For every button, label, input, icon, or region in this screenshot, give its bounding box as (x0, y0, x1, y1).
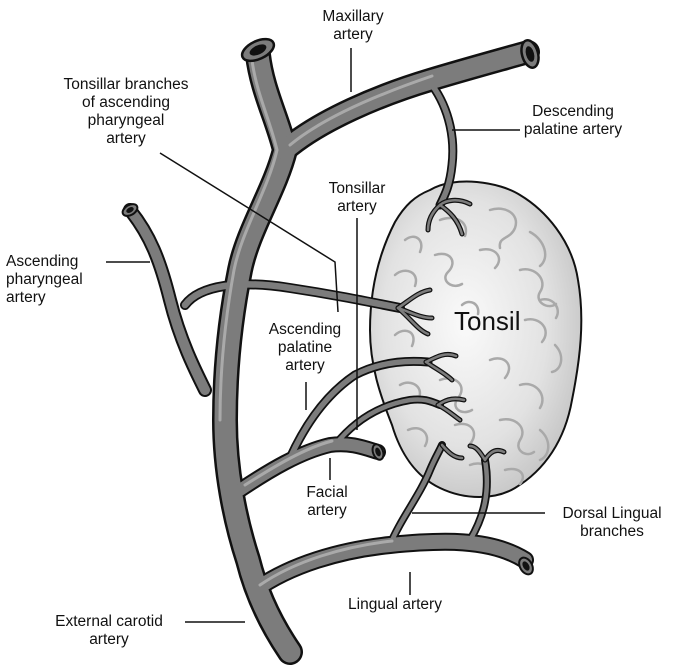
label-line: Lingual artery (330, 596, 460, 614)
label-line: pharyngeal (32, 112, 220, 130)
label-line: Dorsal Lingual (547, 505, 677, 523)
label-tonsil: Tonsil (454, 306, 520, 337)
label-line: artery (6, 289, 116, 307)
label-tonsillar-branches-ascending-pharyngeal: Tonsillar branches of ascending pharynge… (32, 76, 220, 148)
label-ascending-pharyngeal-artery: Ascending pharyngeal artery (6, 253, 116, 307)
label-dorsal-lingual-branches: Dorsal Lingual branches (547, 505, 677, 541)
label-line: Descending (508, 103, 638, 121)
label-line: Ascending (6, 253, 116, 271)
label-descending-palatine-artery: Descending palatine artery (508, 103, 638, 139)
label-line: artery (255, 357, 355, 375)
label-line: External carotid (36, 613, 182, 631)
label-line: Tonsillar (318, 180, 396, 198)
label-line: Maxillary (313, 8, 393, 26)
label-line: palatine (255, 339, 355, 357)
label-line: artery (36, 631, 182, 649)
label-tonsillar-artery: Tonsillar artery (318, 180, 396, 216)
label-line: palatine artery (508, 121, 638, 139)
label-line: artery (318, 198, 396, 216)
label-line: artery (313, 26, 393, 44)
label-lingual-artery: Lingual artery (330, 596, 460, 614)
label-line: Facial (292, 484, 362, 502)
label-maxillary-artery: Maxillary artery (313, 8, 393, 44)
label-line: of ascending (32, 94, 220, 112)
label-line: branches (547, 523, 677, 541)
label-line: pharyngeal (6, 271, 116, 289)
label-line: artery (292, 502, 362, 520)
label-external-carotid-artery: External carotid artery (36, 613, 182, 649)
label-line: Ascending (255, 321, 355, 339)
label-line: Tonsillar branches (32, 76, 220, 94)
label-line: artery (32, 130, 220, 148)
label-ascending-palatine-artery: Ascending palatine artery (255, 321, 355, 375)
label-facial-artery: Facial artery (292, 484, 362, 520)
